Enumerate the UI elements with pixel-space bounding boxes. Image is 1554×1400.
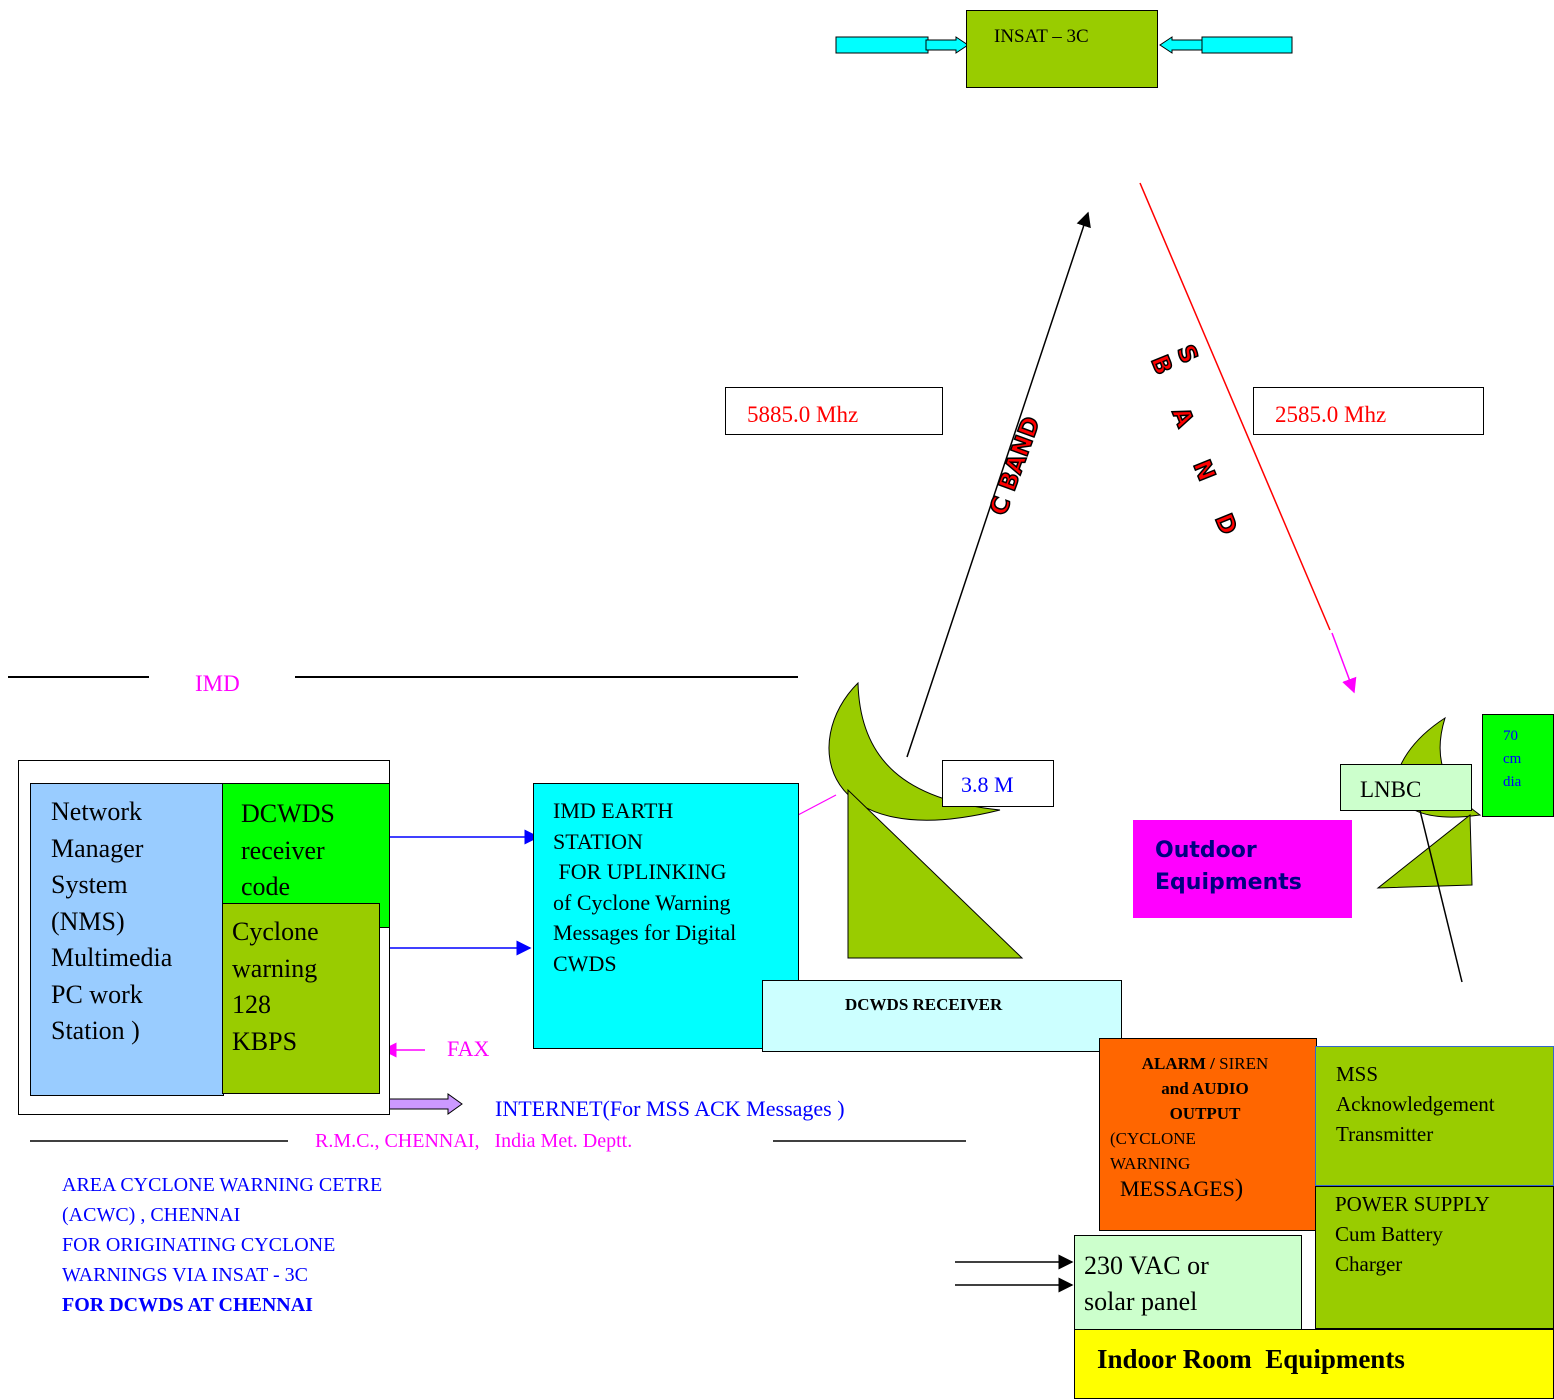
power-supply-label: POWER SUPPLY Cum Battery Charger <box>1335 1192 1490 1276</box>
uplink-frequency: 5885.0 Mhz <box>747 402 859 427</box>
nms-label: Network Manager System (NMS) Multimedia … <box>51 797 173 1045</box>
big-dish-stand <box>847 788 1024 959</box>
alarm-label: ALARM / SIREN and AUDIO OUTPUT (CYCLONE … <box>1110 1051 1300 1201</box>
downlink-frequency: 2585.0 Mhz <box>1275 402 1387 427</box>
lnbc-label: LNBC <box>1360 777 1422 802</box>
dcwds-receiver-label: DCWDS RECEIVER <box>845 995 1003 1014</box>
dcwds-receiver-box: DCWDS RECEIVER <box>762 980 1122 1052</box>
magenta-connector <box>797 794 837 816</box>
c-band-uplink-arrow <box>906 211 1091 758</box>
cyclone-warning-label: Cyclone warning 128 KBPS <box>232 917 319 1056</box>
small-dish-stand <box>1376 813 1473 889</box>
cyclone-warning-box: Cyclone warning 128 KBPS <box>222 903 380 1094</box>
outdoor-equipments-label: Outdoor Equipments <box>1155 838 1302 895</box>
dish-size-box: 3.8 M <box>942 760 1054 807</box>
small-dish-size-label: 70 cm dia <box>1503 728 1522 790</box>
big-dish-reflector <box>828 681 1001 821</box>
solar-panel-left <box>835 36 929 54</box>
alarm-box: ALARM / SIREN and AUDIO OUTPUT (CYCLONE … <box>1099 1038 1317 1231</box>
imd-title: IMD <box>195 671 240 696</box>
acwc-caption: AREA CYCLONE WARNING CETRE (ACWC) , CHEN… <box>62 1170 382 1320</box>
alarm-part-6: ) <box>1234 1175 1244 1202</box>
uplink-frequency-box: 5885.0 Mhz <box>725 387 943 435</box>
alarm-part-3: and AUDIO OUTPUT <box>1161 1079 1249 1123</box>
power-input-label: 230 VAC or solar panel <box>1084 1251 1209 1316</box>
power-input-box: 230 VAC or solar panel <box>1074 1235 1302 1330</box>
earth-station-box: IMD EARTH STATION FOR UPLINKING of Cyclo… <box>533 783 799 1049</box>
acwc-caption-line: FOR DCWDS AT CHENNAI <box>62 1294 313 1316</box>
downlink-frequency-box: 2585.0 Mhz <box>1253 387 1484 435</box>
acwc-caption-line: WARNINGS VIA INSAT - 3C <box>62 1264 308 1286</box>
indoor-room-equipments-box: Indoor Room Equipments <box>1074 1329 1554 1399</box>
mss-label: MSS Acknowledgement Transmitter <box>1336 1062 1495 1146</box>
nms-box: Network Manager System (NMS) Multimedia … <box>30 783 224 1096</box>
panel-arrow-left <box>925 36 969 54</box>
earth-station-label: IMD EARTH STATION FOR UPLINKING of Cyclo… <box>553 798 737 976</box>
power-supply-box: POWER SUPPLY Cum Battery Charger <box>1315 1186 1554 1329</box>
mss-box: MSS Acknowledgement Transmitter <box>1315 1046 1554 1186</box>
s-band-downlink-line <box>1139 182 1331 631</box>
acwc-caption-line: FOR ORIGINATING CYCLONE <box>62 1234 336 1256</box>
acwc-caption-line: AREA CYCLONE WARNING CETRE <box>62 1174 383 1196</box>
solar-panel-right <box>1201 36 1293 54</box>
dish-size-label: 3.8 M <box>961 772 1014 797</box>
dcwds-receiver-code-label: DCWDS receiver code <box>241 799 335 901</box>
alarm-part-5: MESSAGES <box>1120 1176 1235 1201</box>
s-band-downlink-arrow <box>1331 632 1357 694</box>
outdoor-equipments-box: Outdoor Equipments <box>1133 820 1352 918</box>
satellite-box: INSAT – 3C <box>966 10 1158 88</box>
alarm-part-4: (CYCLONE WARNING <box>1110 1129 1196 1173</box>
lnbc-feed-line <box>1414 789 1463 983</box>
fax-label: FAX <box>447 1036 490 1061</box>
acwc-caption-line: (ACWC) , CHENNAI <box>62 1204 241 1226</box>
lnbc-box: LNBC <box>1340 764 1472 811</box>
alarm-part-1: ALARM / <box>1141 1054 1215 1073</box>
indoor-room-equipments-label: Indoor Room Equipments <box>1097 1344 1405 1374</box>
satellite-label: INSAT – 3C <box>994 26 1089 47</box>
panel-arrow-right <box>1159 36 1206 54</box>
rmc-label: R.M.C., CHENNAI, India Met. Deptt. <box>315 1130 633 1152</box>
internet-label: INTERNET(For MSS ACK Messages ) <box>495 1096 845 1121</box>
alarm-part-2: SIREN <box>1214 1054 1269 1073</box>
small-dish-size-box: 70 cm dia <box>1482 714 1554 817</box>
